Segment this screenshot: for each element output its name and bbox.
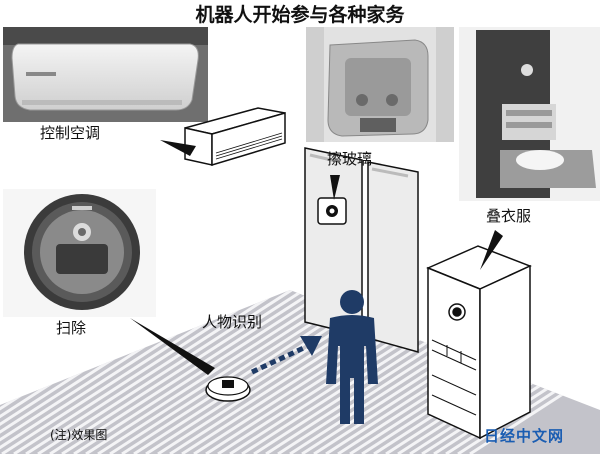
diagram-title: 机器人开始参与各种家务: [195, 4, 405, 26]
floor-stripe: [469, 290, 600, 454]
window-robot-icon: [317, 197, 347, 225]
cabinet-illustration: [426, 245, 532, 440]
window-illustration: [304, 147, 419, 353]
laundry-robot-photo: [459, 27, 600, 201]
label-recognition: 人物识别: [202, 313, 263, 331]
note-label: (注)效果图: [50, 428, 108, 442]
label-window: 擦玻璃: [327, 150, 373, 168]
vacuum-robot-icon: [205, 376, 251, 402]
vacuum-photo: [3, 189, 156, 317]
recognition-arrow: [250, 342, 312, 375]
label-aircon: 控制空调: [40, 124, 101, 142]
vacuum-pointer: [130, 318, 215, 375]
person-silhouette: [326, 290, 378, 424]
laundry-pointer: [480, 230, 503, 270]
window-robot-photo: [306, 27, 454, 142]
aircon-photo: [3, 27, 208, 122]
label-laundry: 叠衣服: [486, 207, 532, 225]
aircon-pointer: [160, 140, 196, 156]
label-vacuum: 扫除: [56, 319, 87, 337]
recognition-arrowhead: [300, 336, 322, 356]
aircon-illustration: [184, 107, 286, 167]
watermark-logo: 日经中文网: [484, 427, 565, 445]
window-pointer: [330, 175, 340, 200]
